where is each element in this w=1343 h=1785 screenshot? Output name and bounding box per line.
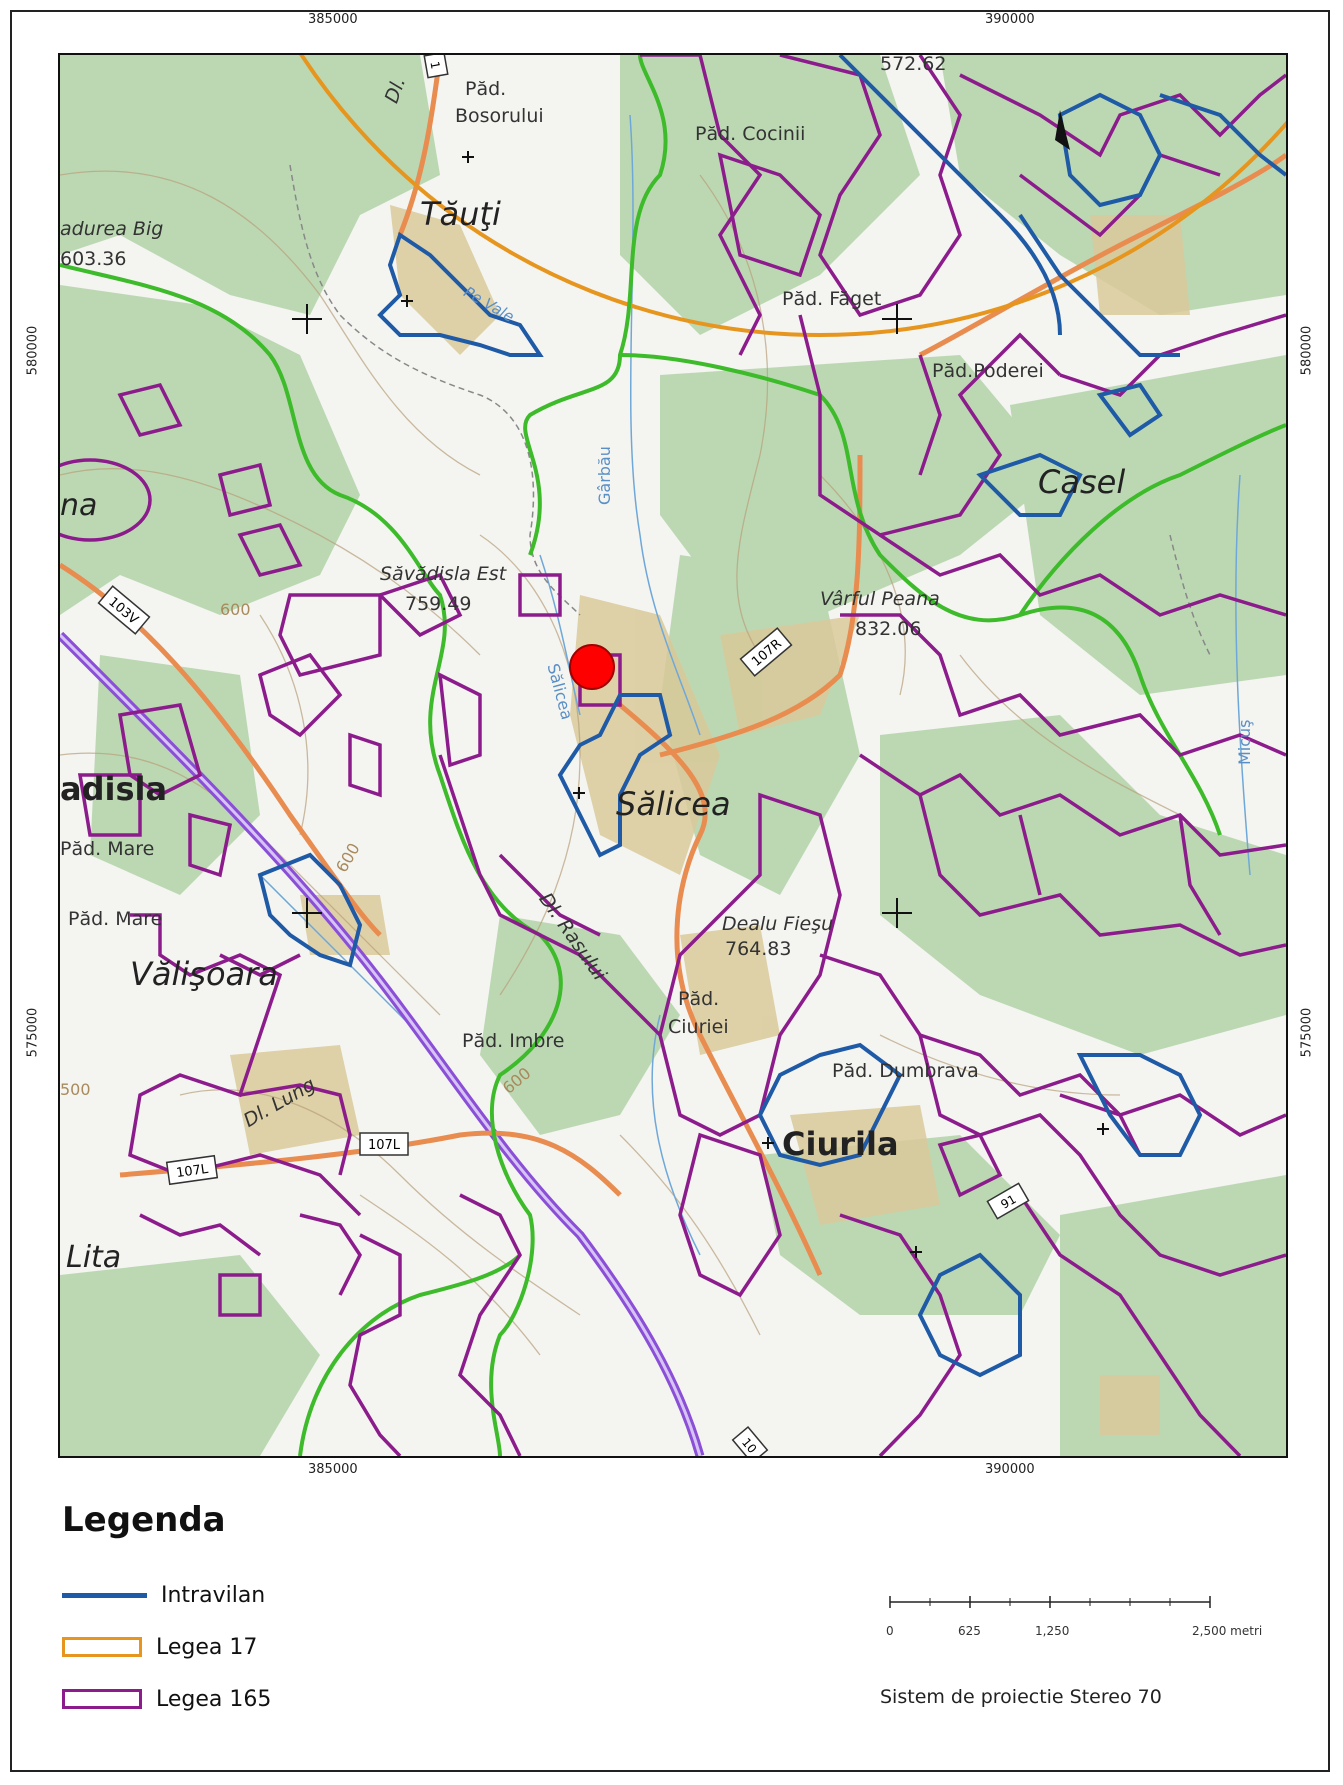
grid-tick-top-390000: 390000 <box>985 12 1035 27</box>
uat-boundary-west <box>60 263 563 1456</box>
grid-tick-bottom-390000: 390000 <box>985 1462 1035 1477</box>
scale-label-625: 625 <box>958 1624 981 1638</box>
label-pad-bosorului-1: Păd. <box>465 78 506 100</box>
road-shield-10: 10 <box>731 1426 769 1456</box>
scale-label-1250: 1,250 <box>1035 1624 1070 1638</box>
svg-text:107L: 107L <box>175 1162 210 1181</box>
legea17-boundary <box>299 55 1286 337</box>
grid-tick-left-580000: 580000 <box>25 325 41 376</box>
place-casel: Casel <box>1038 463 1125 501</box>
label-micus: Micuş <box>1235 719 1254 765</box>
label-elev-603: 603.36 <box>60 248 126 270</box>
legend-title: Legenda <box>62 1500 226 1540</box>
legend-swatch-intravilan <box>62 1592 147 1598</box>
label-savadisla-est: Săvădisla Est <box>380 563 508 585</box>
grid-tick-left-575000: 575000 <box>25 1007 41 1058</box>
label-elev-759: 759.49 <box>405 593 471 615</box>
legend-swatch-legea165 <box>62 1689 142 1709</box>
road-shield-103v: 103V <box>97 585 151 635</box>
legend-item-legea165: Legea 165 <box>62 1684 271 1714</box>
road-shield-107l-a: 107L <box>359 1132 409 1156</box>
road-shield-107r: 107R <box>739 627 793 677</box>
label-pad-poderei: Păd.Poderei <box>932 360 1044 382</box>
map-frame <box>10 10 1330 1772</box>
label-pad-ciuriei-2: Ciuriei <box>668 1016 729 1038</box>
legea165-parcel-west <box>60 458 152 542</box>
place-na: na <box>60 488 97 523</box>
label-elev-832: 832.06 <box>855 618 921 640</box>
grid-tick-top-385000: 385000 <box>308 12 358 27</box>
legend-label-legea165: Legea 165 <box>156 1686 272 1712</box>
legend-swatch-legea17 <box>62 1637 142 1657</box>
place-lita: Lita <box>66 1240 121 1275</box>
label-garbau: Gârbău <box>595 446 614 505</box>
label-elev-top: 572.62 <box>880 55 946 75</box>
label-contour-600-b: 600 <box>332 840 364 876</box>
label-elev-764: 764.83 <box>725 938 791 960</box>
site-location-marker[interactable] <box>569 644 615 690</box>
map-canvas[interactable]: 103V 107R 107L 107L 91 10 1 Tăuţi Sălice… <box>60 55 1286 1456</box>
grid-crosses <box>292 304 912 928</box>
grid-tick-right-575000: 575000 <box>1299 1007 1315 1058</box>
label-varful-peana: Vârful Peana <box>820 588 940 610</box>
main-roads <box>60 55 1286 1277</box>
settlement-markers <box>401 151 1109 1258</box>
label-dealu-fiesu: Dealu Fieşu <box>722 913 833 935</box>
place-valisoara: Vălişoara <box>130 955 278 993</box>
scale-label-2500: 2,500 metri <box>1192 1624 1263 1638</box>
scale-label-0: 0 <box>886 1624 894 1638</box>
svg-text:91: 91 <box>998 1192 1018 1212</box>
grid-tick-right-580000: 580000 <box>1299 325 1315 376</box>
label-pad-dumbrava: Păd. Dumbrava <box>832 1060 979 1082</box>
road-shield-91: 91 <box>986 1182 1030 1220</box>
scale-bar <box>889 1596 1211 1608</box>
place-salicea: Sălicea <box>616 785 731 823</box>
legend-item-legea17: Legea 17 <box>62 1632 257 1662</box>
label-contour-500: 500 <box>60 1080 91 1099</box>
map-view[interactable]: 103V 107R 107L 107L 91 10 1 Tăuţi Sălice… <box>58 53 1288 1458</box>
label-pad-faget: Păd. Făget <box>782 288 881 310</box>
label-contour-600-c: 600 <box>220 600 251 619</box>
svg-text:1: 1 <box>427 60 442 70</box>
svg-text:107L: 107L <box>368 1138 401 1153</box>
north-arrow-icon <box>1055 110 1070 150</box>
legend-item-intravilan: Intravilan <box>62 1580 265 1610</box>
uat-boundary-east <box>619 353 1222 836</box>
uat-boundary-northeast <box>1018 423 1286 617</box>
label-pad-ciuriei-1: Păd. <box>678 988 719 1010</box>
legend-label-legea17: Legea 17 <box>156 1634 258 1660</box>
uat-boundary-south <box>298 1253 522 1456</box>
intravilan-areas <box>257 55 1286 1378</box>
label-pad-bosorului-2: Bosorului <box>455 105 544 127</box>
label-padurea-big: adurea Big <box>60 218 163 240</box>
place-ciurila: Ciurila <box>782 1125 899 1163</box>
grid-tick-bottom-385000: 385000 <box>308 1462 358 1477</box>
legea165-parcels <box>77 55 1286 1456</box>
legend-label-intravilan: Intravilan <box>161 1582 266 1608</box>
road-shield-1: 1 <box>423 55 449 79</box>
place-adisla: adisla <box>60 770 167 808</box>
road-shield-107l-b: 107L <box>165 1154 219 1186</box>
highway-a3-center <box>60 633 702 1456</box>
place-tauti: Tăuţi <box>420 195 501 233</box>
label-pad-cocinii: Păd. Cocinii <box>695 123 805 145</box>
tracks <box>289 164 1211 656</box>
label-pad-imbre: Păd. Imbre <box>462 1030 565 1052</box>
label-pad-mare-1: Păd. Mare <box>60 838 154 860</box>
label-pad-mare-2: Păd. Mare <box>68 908 162 930</box>
projection-note: Sistem de proiectie Stereo 70 <box>880 1686 1162 1708</box>
